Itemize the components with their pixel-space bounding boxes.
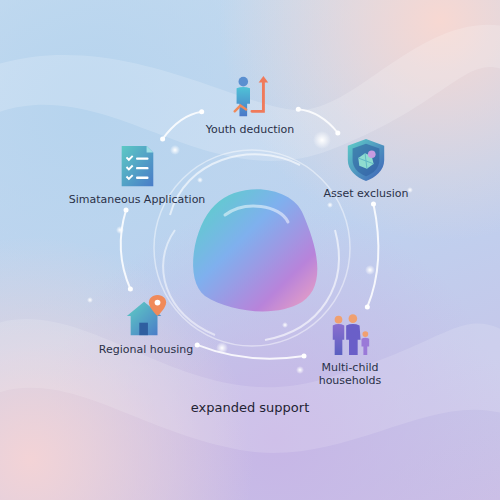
- ring-dot: [160, 137, 165, 142]
- ring-arc: [121, 210, 131, 289]
- item-label: Multi-child households: [308, 361, 392, 387]
- item-label: Youth deduction: [206, 123, 295, 136]
- center-blob: [193, 189, 317, 311]
- inner-ring: [154, 150, 350, 346]
- sparkles: [87, 131, 413, 374]
- ring-dot: [195, 342, 200, 347]
- icon-item: Multi-child households: [308, 311, 392, 387]
- wave-band: [0, 319, 500, 453]
- house-icon: [123, 293, 169, 339]
- icon-item: Regional housing: [99, 293, 193, 356]
- family-icon: [327, 311, 373, 357]
- icon-item: Youth deduction: [206, 73, 295, 136]
- ring-dot: [296, 107, 301, 112]
- ring-dot: [302, 354, 307, 359]
- icon-item: Asset exclusion: [323, 137, 408, 200]
- shield-icon: [343, 137, 389, 183]
- ring-dot: [128, 287, 133, 292]
- ring-dot: [199, 109, 204, 114]
- ring-arc: [367, 204, 378, 307]
- ring-dot: [335, 131, 340, 136]
- document-icon: [114, 143, 160, 189]
- blob-highlight: [225, 206, 288, 222]
- youth-icon: [227, 73, 273, 119]
- item-label: Asset exclusion: [323, 187, 408, 200]
- item-label: Simataneous Application: [69, 193, 206, 206]
- caption: expanded support: [191, 400, 309, 415]
- ring-arc: [197, 345, 304, 359]
- ring-dot: [371, 202, 376, 207]
- ring-arc: [298, 109, 338, 133]
- wave-band: [0, 25, 500, 161]
- item-label: Regional housing: [99, 343, 193, 356]
- icon-item: Simataneous Application: [69, 143, 206, 206]
- ring-arc: [163, 112, 202, 139]
- ring-dot: [124, 208, 129, 213]
- ring-dot: [365, 305, 370, 310]
